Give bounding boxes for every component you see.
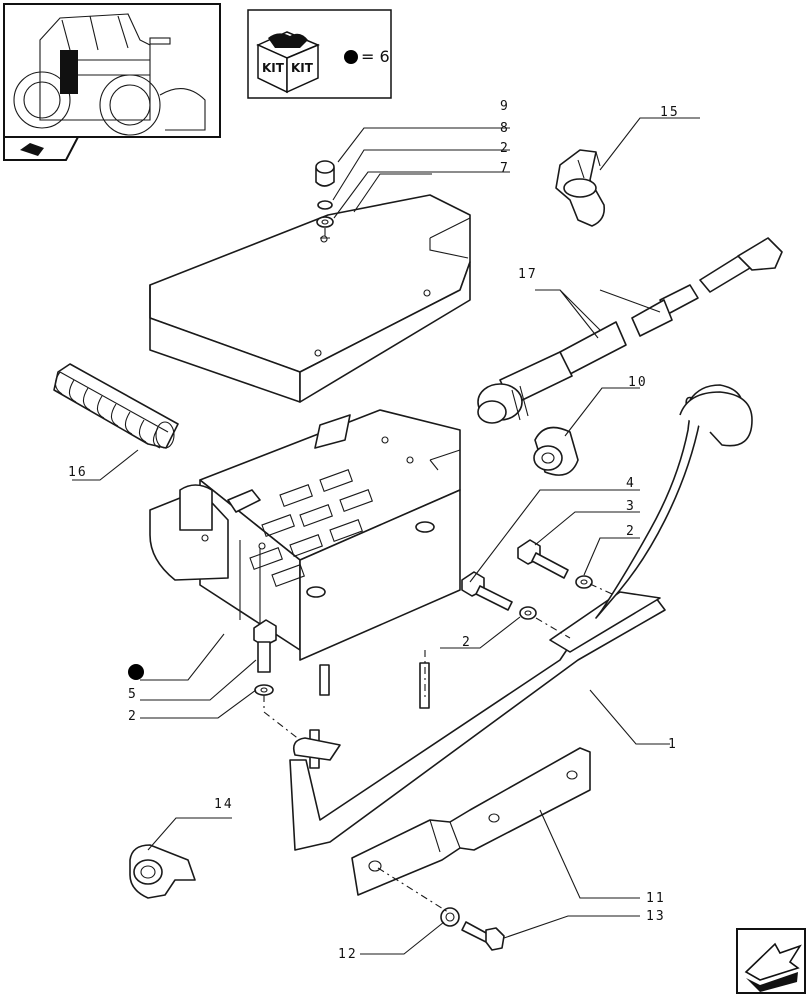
cable-part <box>477 237 783 424</box>
callout-8: 8 <box>500 121 510 136</box>
bolt-5-part <box>253 619 277 696</box>
kit-box-icon: KIT KIT <box>256 31 320 94</box>
bracket-part <box>289 384 753 851</box>
plate-part <box>351 747 591 896</box>
callout-16: 16 <box>68 465 88 480</box>
bolt-4-part <box>461 571 537 620</box>
callout-5: 5 <box>128 687 138 702</box>
callout-4: 4 <box>626 476 636 491</box>
cap-part <box>315 160 335 239</box>
callout-17: 17 <box>518 267 538 282</box>
bolt-13-part <box>461 921 505 951</box>
callout-2: 2 <box>462 635 472 650</box>
kit-bullet <box>344 50 358 64</box>
callout-2: 2 <box>626 524 636 539</box>
kit-label-left: KIT <box>262 61 285 75</box>
kit-legend: KIT KIT = 6 <box>247 9 392 99</box>
callout-2: 2 <box>128 709 138 724</box>
control-unit-part <box>149 409 461 661</box>
bolt-3-part <box>517 539 593 589</box>
kit-indicator-bullet <box>128 664 144 680</box>
book-arrow-icon[interactable] <box>3 136 80 161</box>
kit-quantity: = 6 <box>361 47 390 66</box>
next-page-arrow-icon[interactable] <box>736 928 806 994</box>
callout-3: 3 <box>626 499 636 514</box>
callout-11: 11 <box>646 891 666 906</box>
washer-12-part <box>440 907 460 927</box>
callout-15: 15 <box>660 105 680 120</box>
callout-labels: 9 8 2 7 15 17 10 16 4 3 2 2 5 2 1 14 11 … <box>68 99 680 962</box>
callout-1: 1 <box>668 737 678 752</box>
clip-part <box>555 149 606 227</box>
callout-13: 13 <box>646 909 666 924</box>
callout-7: 7 <box>500 161 510 176</box>
ring-part <box>533 426 579 476</box>
tractor-thumbnail-icon[interactable] <box>3 3 221 138</box>
cover-part <box>149 194 471 403</box>
spring-part <box>53 363 179 449</box>
callout-14: 14 <box>214 797 234 812</box>
leader-lines <box>72 117 700 955</box>
assembly-lines <box>263 583 613 913</box>
kit-label-right: KIT <box>291 61 314 75</box>
callout-2: 2 <box>500 141 510 156</box>
callout-10: 10 <box>628 375 648 390</box>
clamp-part <box>129 844 196 899</box>
callout-9: 9 <box>500 99 510 114</box>
callout-12: 12 <box>338 947 358 962</box>
